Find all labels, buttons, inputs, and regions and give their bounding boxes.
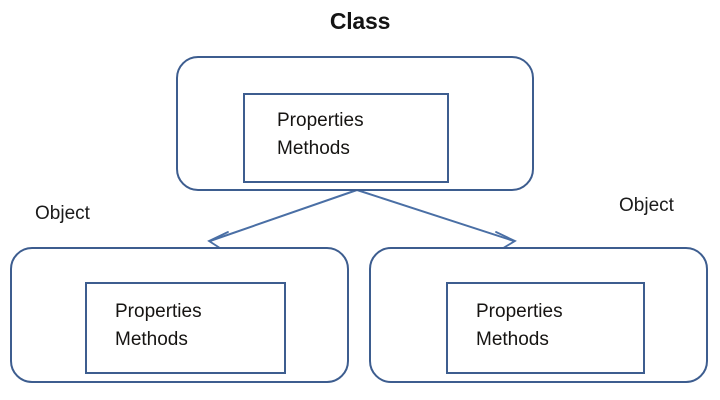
object-node-left: Properties Methods	[10, 247, 349, 383]
object-left-members-box: Properties Methods	[85, 282, 286, 374]
object-left-methods-label: Methods	[115, 329, 188, 350]
object-left-caption: Object	[35, 203, 90, 224]
object-right-properties-label: Properties	[476, 301, 563, 322]
class-methods-label: Methods	[277, 138, 350, 159]
class-members-box: Properties Methods	[243, 93, 449, 183]
object-right-methods-label: Methods	[476, 329, 549, 350]
connector-class-to-object-left	[207, 189, 358, 251]
class-node: Properties Methods	[176, 56, 534, 191]
connector-class-to-object-right	[356, 189, 517, 251]
object-right-members-text: Properties Methods	[476, 298, 563, 354]
page-title: Class	[329, 8, 391, 34]
object-left-properties-label: Properties	[115, 301, 202, 322]
object-right-members-box: Properties Methods	[446, 282, 645, 374]
class-members-text: Properties Methods	[277, 107, 364, 163]
object-left-members-text: Properties Methods	[115, 298, 202, 354]
object-node-right: Properties Methods	[369, 247, 708, 383]
object-right-caption: Object	[619, 195, 674, 216]
class-properties-label: Properties	[277, 110, 364, 131]
